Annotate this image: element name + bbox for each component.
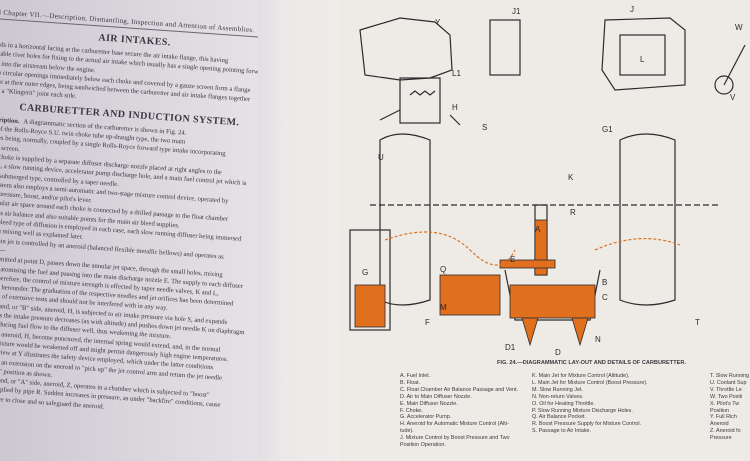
fuel-areas <box>354 219 596 347</box>
label-c: C <box>602 293 608 302</box>
legend-item: Z. Aneroid fo <box>710 428 741 435</box>
label-d: D <box>555 348 561 357</box>
carburetter-paragraphs: Description.A diagrammatic section of th… <box>0 115 265 422</box>
label-k: K <box>568 173 574 182</box>
fuel-passage-e <box>499 259 556 269</box>
slow-running-well <box>439 274 501 316</box>
legend-item: C. Float Chamber Air Balance Passage and… <box>400 386 519 393</box>
legend-item: B. Float. <box>400 379 421 386</box>
label-q: Q <box>440 265 446 274</box>
label-a: A <box>535 225 541 234</box>
legend-item: Position <box>710 407 730 414</box>
legend-item: N. Non-return Valves. <box>532 393 584 400</box>
left-book-page: 24 Chapter VII.—Description, Dismantling… <box>0 0 265 461</box>
accelerator-pump-housing <box>349 229 391 331</box>
legend-item: S. Passage to Air Intake. <box>532 428 592 435</box>
legend-item: U. Coolant Sup <box>710 379 747 386</box>
legend-item: H. Aneroid for Automatic Mixture Control… <box>400 421 509 428</box>
jet-l <box>571 317 589 347</box>
legend-column-2: K. Main Jet for Mixture Control (Altitud… <box>532 373 648 435</box>
pilot-lever <box>723 44 746 86</box>
legend-item: X. Pilot's Tw <box>710 400 740 407</box>
right-book-page-figure: Y J1 L1 H S U K R E Q M A G F D1 D N C B… <box>340 0 750 461</box>
legend-item: P. Slow Running Mixture Discharge Holes. <box>532 407 633 414</box>
aneroid-housing-left <box>359 17 453 81</box>
legend-item: W. Two Positi <box>710 393 743 400</box>
label-y: Y <box>435 18 441 27</box>
label-d1: D1 <box>505 343 516 352</box>
label-v: V <box>730 93 736 102</box>
label-u: U <box>378 153 384 162</box>
fuel-in-float-chamber <box>509 284 596 319</box>
legend-item: Position Operation. <box>400 442 446 449</box>
label-b: B <box>602 278 607 287</box>
side-heading: Description. <box>0 115 20 125</box>
carburetter-diagram: Y J1 L1 H S U K R E Q M A G F D1 D N C B… <box>349 5 746 357</box>
legend-item: G. Accelerator Pump. <box>400 414 452 421</box>
legend-item: J. Mixture Control by Boost Pressure and… <box>400 435 510 442</box>
legend-column-1: A. Fuel Inlet.B. Float.C. Float Chamber … <box>400 373 518 449</box>
label-f: F <box>425 318 430 327</box>
legend-item: K. Main Jet for Mixture Control (Altitud… <box>532 373 630 379</box>
legend-item: Pressure <box>710 435 732 442</box>
fuel-in-pump <box>354 284 386 328</box>
label-g: G <box>362 268 368 277</box>
label-t: T <box>695 318 700 327</box>
jet-control-j1 <box>489 19 521 76</box>
jet-k <box>521 317 539 347</box>
aneroid-housing-right <box>601 17 686 91</box>
legend-item: T. Slow Running <box>710 373 749 379</box>
legend-item: V. Throttle Le <box>710 386 742 393</box>
legend-item: Aneroid <box>710 421 729 428</box>
bellows-left <box>409 90 436 96</box>
label-m: M <box>440 303 447 312</box>
pilot-lever-pivot <box>714 75 734 95</box>
label-e: E <box>510 255 515 264</box>
legend-item: O. Oil for Heating Throttle. <box>532 400 595 407</box>
legend-item: R. Boost Pressure Supply for Mixture Con… <box>532 421 642 428</box>
label-h: H <box>452 103 458 112</box>
label-g1: G1 <box>602 125 613 134</box>
label-j: J <box>630 5 634 14</box>
label-s: S <box>482 123 487 132</box>
label-w: W <box>735 23 743 32</box>
choke-right <box>619 133 676 306</box>
legend-item: A. Fuel Inlet. <box>400 373 431 379</box>
legend-item: L. Main Jet for Mixture Control (Boost P… <box>532 379 648 386</box>
legend-item: D. Air to Main Diffuser Nozzle. <box>400 393 472 400</box>
legend-item: F. Choke. <box>400 407 423 414</box>
aneroid-body-right <box>619 34 666 76</box>
label-l1: L1 <box>452 69 461 78</box>
legend-item: E. Main Diffuser Nozzle. <box>400 400 458 407</box>
legend-item: M. Slow Running Jet. <box>532 386 583 393</box>
label-n: N <box>595 335 601 344</box>
figure-caption: FIG. 24.—DIAGRAMMATIC LAY-OUT AND DETAIL… <box>497 360 686 366</box>
choke-left <box>379 133 431 306</box>
legend-item: Q. Air Balance Pocket. <box>532 414 586 421</box>
label-r: R <box>570 208 576 217</box>
legend-item: tude). <box>400 428 414 435</box>
left-page-text: 24 Chapter VII.—Description, Dismantling… <box>0 8 265 422</box>
aneroid-body-left <box>399 77 441 124</box>
label-l: L <box>640 55 645 64</box>
legend-item: Y. Full Rich <box>710 414 737 421</box>
label-j1: J1 <box>512 7 521 16</box>
